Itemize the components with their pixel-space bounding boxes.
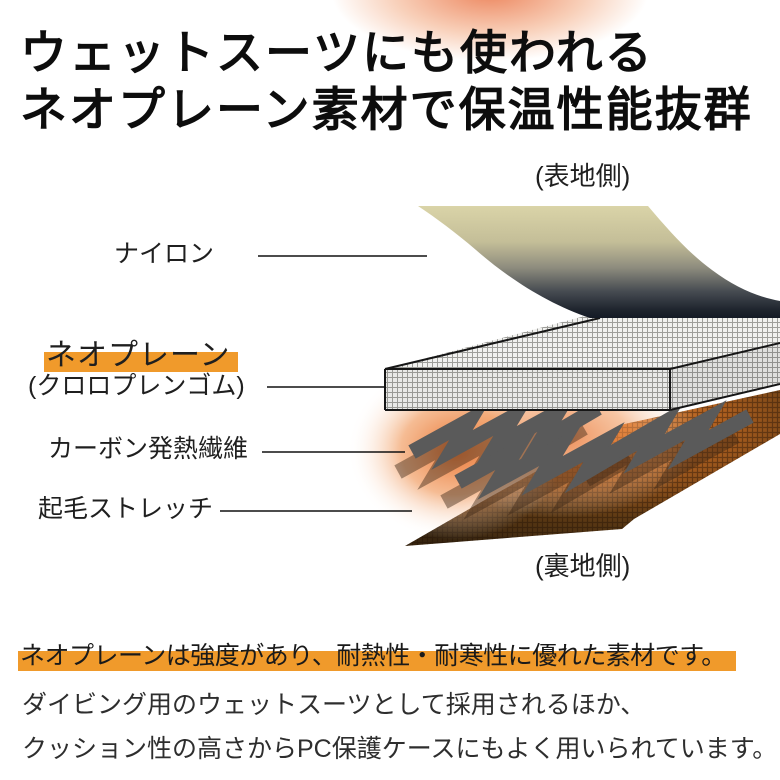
layer-label-carbon-fiber: カーボン発熱繊維 <box>48 435 249 463</box>
title-line-2: ネオプレーン素材で保温性能抜群 <box>20 83 753 136</box>
description-line-1: ネオプレーンは強度があり、耐熱性・耐寒性に優れた素材です。 <box>20 642 726 670</box>
layer-label-brushed-stretch: 起毛ストレッチ <box>38 495 214 523</box>
front-side-label: (表地側) <box>535 161 631 191</box>
carbon-fiber-zigzag <box>408 392 754 500</box>
back-side-label: (裏地側) <box>535 551 631 581</box>
layer-label-neoprene-sub: (クロロプレンゴム) <box>28 372 245 400</box>
description-line-3: クッション性の高さからPC保護ケースにもよく用いられています。 <box>22 735 778 763</box>
layer-label-neoprene: ネオプレーン <box>46 339 231 372</box>
neoprene-slab-shape <box>384 312 780 411</box>
top-glow-decoration <box>330 0 650 62</box>
title-line-1: ウェットスーツにも使われる <box>20 26 654 79</box>
neoprene-label-highlight <box>44 352 238 372</box>
description-line-2: ダイビング用のウェットスーツとして採用されるほか、 <box>22 691 646 719</box>
nylon-layer-shape <box>418 206 780 318</box>
layer-label-nylon: ナイロン <box>114 240 215 268</box>
description-highlight <box>18 651 736 671</box>
page-title: ウェットスーツにも使われる ネオプレーン素材で保温性能抜群 <box>20 24 753 138</box>
